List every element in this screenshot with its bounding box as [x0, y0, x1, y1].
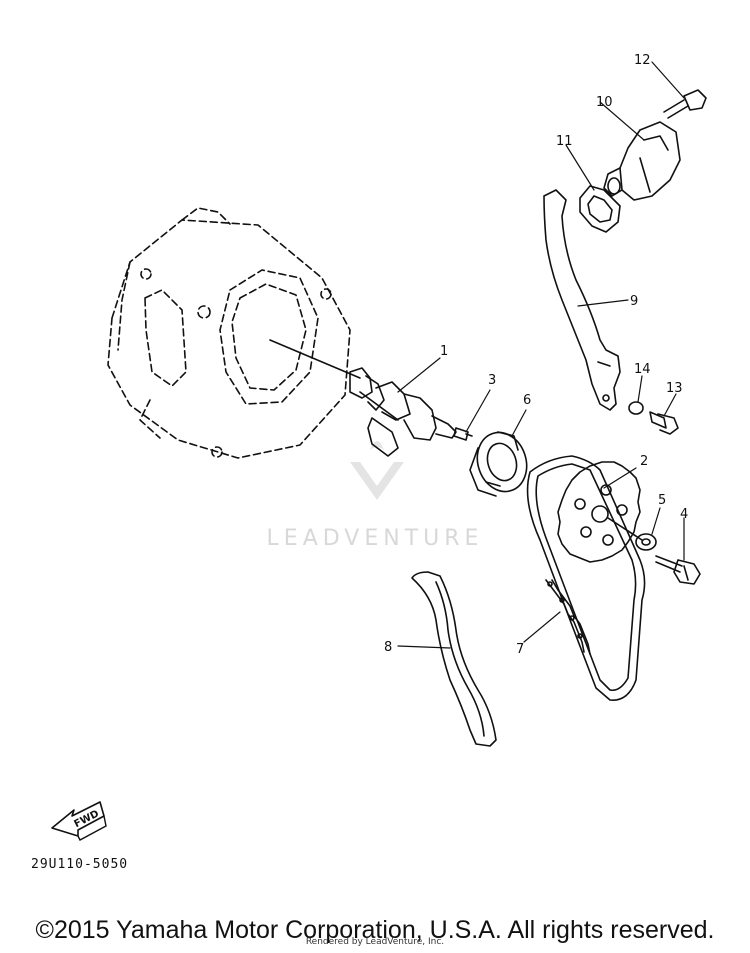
- pivot-bolt-illustration: [649, 411, 679, 435]
- leader-lines: [397, 61, 685, 649]
- watermark-text: LEADVENTURE: [267, 526, 484, 551]
- part-label-14: 14: [634, 362, 651, 377]
- part-label-4: 4: [680, 507, 688, 522]
- cam-chain-tensioner-illustration: [603, 121, 681, 201]
- part-label-9: 9: [630, 294, 638, 309]
- cam-flange-illustration: [469, 431, 528, 497]
- copyright-notice: ©2015 Yamaha Motor Corporation, U.S.A. A…: [35, 916, 715, 944]
- leadventure-watermark-logo: [350, 441, 404, 500]
- tensioner-bolt-illustration: [663, 89, 707, 119]
- leader-head-to-camshaft: [269, 339, 361, 379]
- rendered-by-notice: Rendered by LeadVenture, Inc.: [305, 937, 445, 947]
- cam-sprocket-illustration: [557, 461, 643, 563]
- part-label-12: 12: [634, 53, 651, 68]
- cylinder-head-illustration: [107, 207, 351, 459]
- camshaft-illustration: [349, 367, 457, 457]
- dowel-pin-illustration: [453, 427, 473, 441]
- part-label-10: 10: [596, 95, 613, 110]
- pivot-washer-illustration: [628, 401, 644, 415]
- fwd-arrow-icon: FWD: [51, 801, 107, 841]
- part-label-5: 5: [658, 493, 666, 508]
- part-label-1: 1: [440, 344, 448, 359]
- washer-illustration: [635, 533, 657, 551]
- tensioner-guide-illustration: [543, 189, 621, 411]
- part-label-11: 11: [556, 134, 573, 149]
- tensioner-gasket-illustration: [579, 185, 621, 233]
- part-label-6: 6: [523, 393, 531, 408]
- part-label-8: 8: [384, 640, 392, 655]
- part-label-3: 3: [488, 373, 496, 388]
- part-label-13: 13: [666, 381, 683, 396]
- part-label-7: 7: [516, 642, 524, 657]
- cam-chain-illustration: [526, 455, 646, 701]
- part-label-2: 2: [640, 454, 648, 469]
- chain-guide-illustration: [411, 571, 497, 747]
- diagram-code: 29U110-5050: [31, 857, 128, 872]
- sprocket-bolt-illustration: [655, 555, 701, 585]
